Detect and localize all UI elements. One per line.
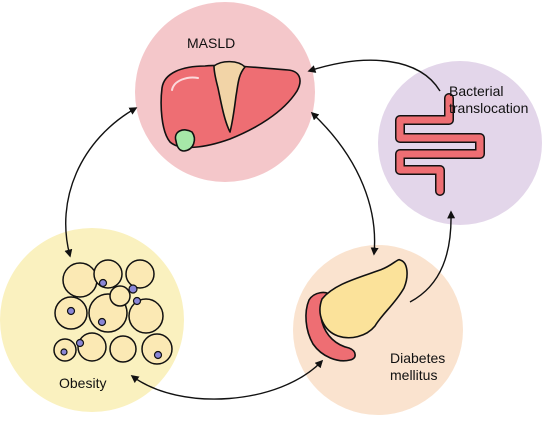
- obesity-label: Obesity: [59, 375, 107, 391]
- arrow-bacterial-masld: [307, 59, 441, 92]
- diabetes-label-line2: mellitus: [390, 367, 438, 383]
- intestine-icon: [395, 93, 485, 196]
- arrow-obesity-masld: [64, 107, 138, 258]
- masld-label: MASLD: [187, 35, 236, 51]
- arrow-diabetes-obesity: [130, 359, 324, 400]
- bacterial-translocation-label-line2: translocation: [449, 100, 529, 116]
- diabetes-label-line1: Diabetes: [390, 350, 446, 366]
- fat-cells-icon: [53, 259, 173, 365]
- pancreas-icon: [305, 258, 408, 362]
- bacterial-translocation-label-line1: Bacterial: [449, 83, 504, 99]
- liver-icon: [160, 60, 301, 152]
- arrow-diabetes-bacterial: [409, 210, 456, 303]
- arrow-masld-diabetes: [310, 111, 379, 256]
